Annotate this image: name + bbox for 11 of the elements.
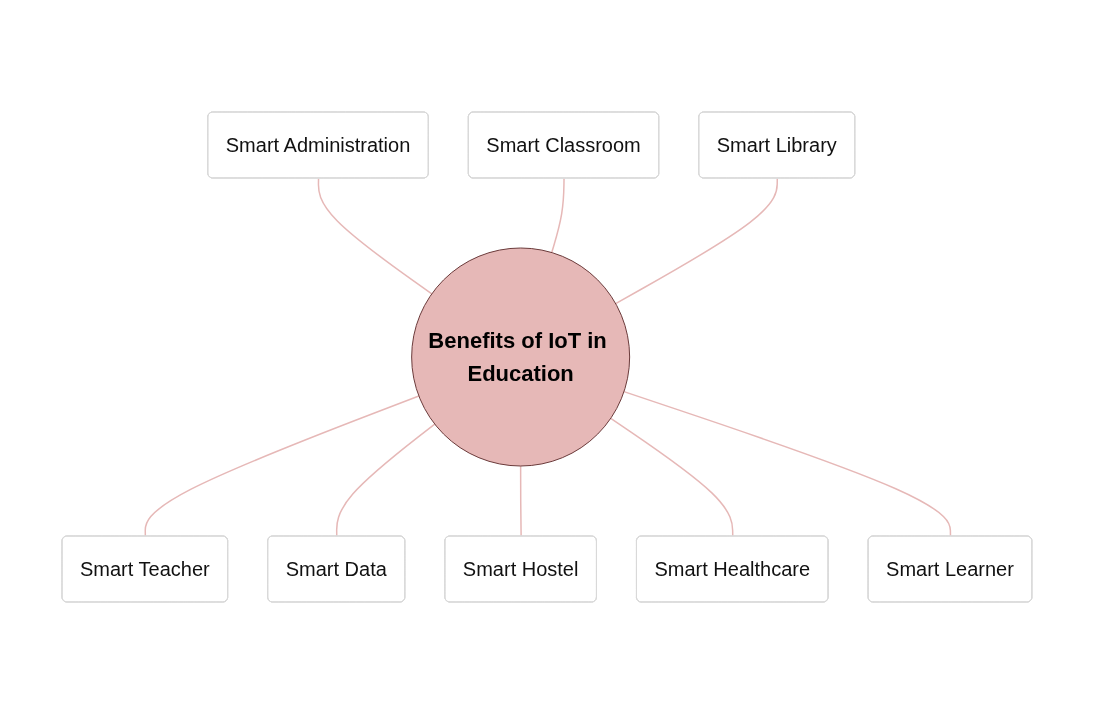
connector: [335, 422, 436, 537]
connector: [623, 390, 952, 537]
connector: [317, 177, 433, 295]
node-text: Smart Healthcare: [654, 557, 811, 580]
node-text: Smart Administration: [225, 133, 411, 156]
connector: [519, 464, 522, 537]
connector: [614, 177, 779, 304]
connector: [144, 394, 420, 537]
connector: [610, 417, 734, 537]
connector: [551, 177, 565, 253]
node-circle: Benefits of IoT in Education: [411, 247, 631, 466]
